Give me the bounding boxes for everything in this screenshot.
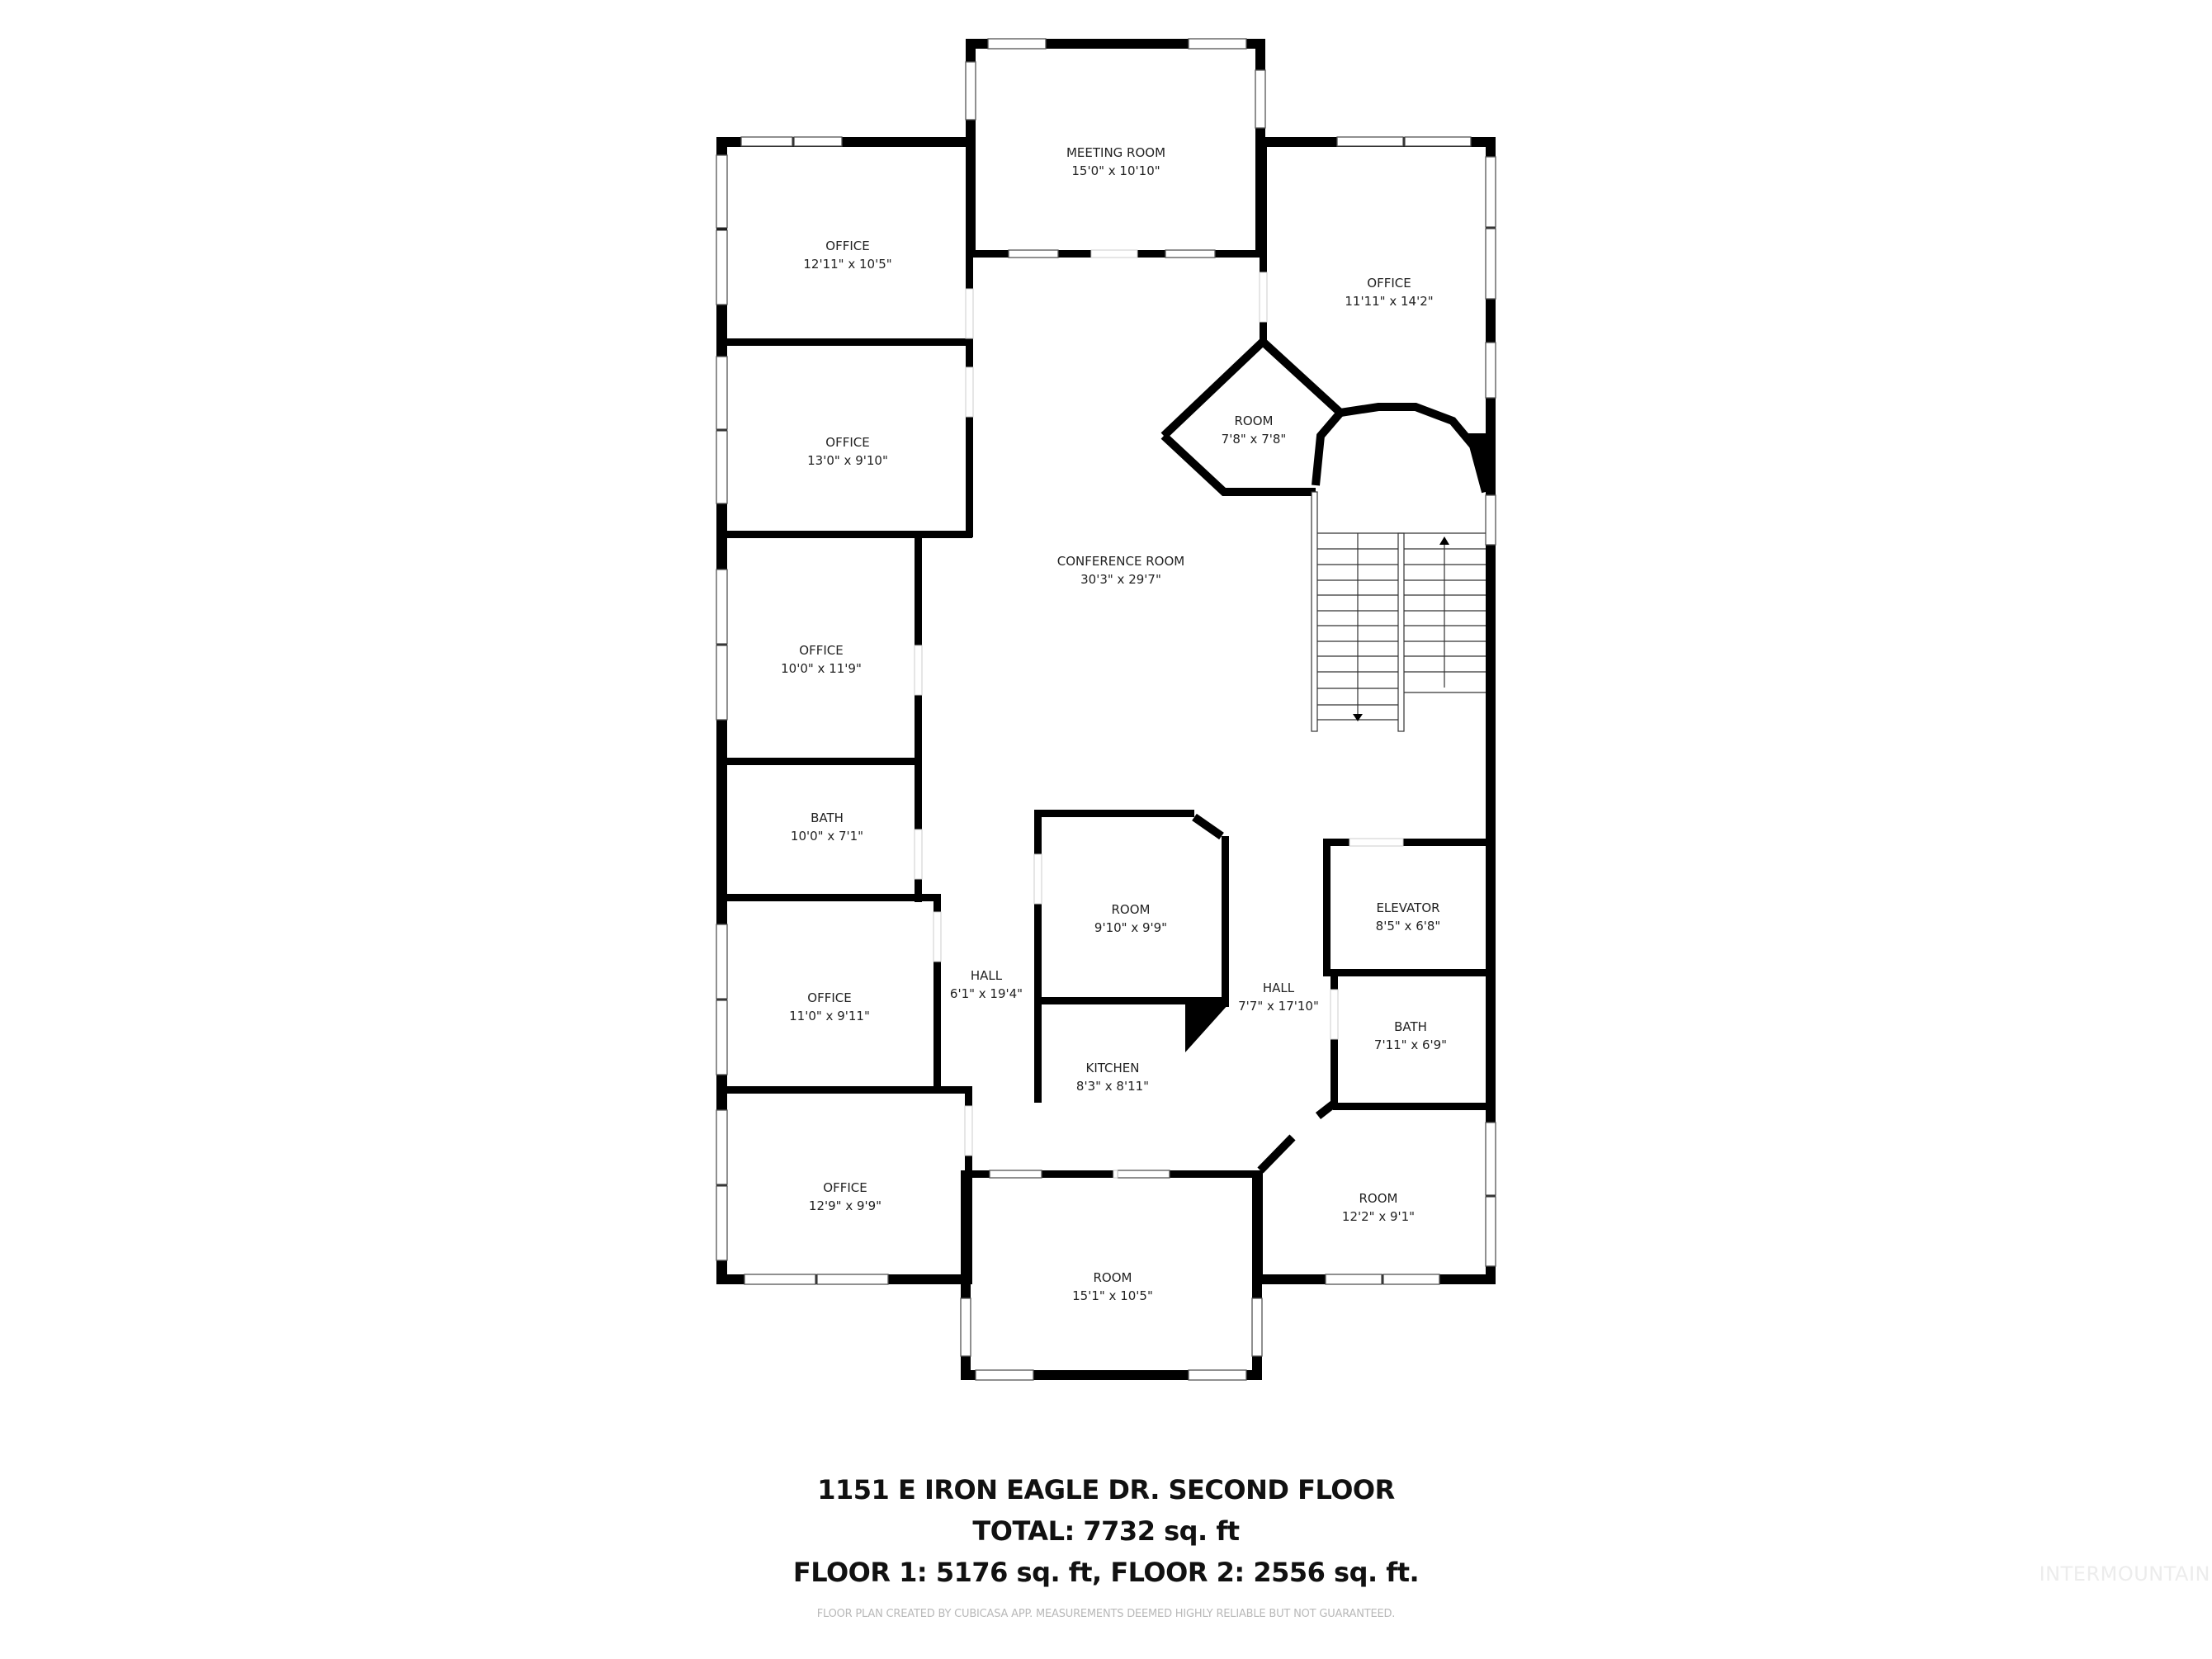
room-name: CONFERENCE ROOM: [1056, 554, 1185, 569]
room-dimensions: 7'11" x 6'9": [1373, 1037, 1448, 1052]
room-name: ROOM: [1093, 1270, 1132, 1285]
room-dimensions: 7'7" x 17'10": [1238, 999, 1319, 1014]
address-title: 1151 E IRON EAGLE DR. SECOND FLOOR: [817, 1474, 1395, 1505]
room-name: OFFICE: [825, 239, 870, 253]
room-label-office-1: OFFICE 12'11" x 10'5": [803, 237, 891, 273]
room-dimensions: 7'8" x 7'8": [1221, 432, 1287, 447]
room-name: OFFICE: [823, 1180, 867, 1195]
room-label-hall-right: HALL 7'7" x 17'10": [1238, 979, 1319, 1015]
room-name: ROOM: [1359, 1191, 1398, 1206]
room-name: ROOM: [1111, 902, 1151, 917]
room-dimensions: 30'3" x 29'7": [1080, 572, 1161, 587]
room-dimensions: 12'2" x 9'1": [1341, 1209, 1416, 1224]
room-label-kitchen: KITCHEN 8'3" x 8'11": [1076, 1059, 1149, 1095]
stairs: [1311, 491, 1486, 732]
room-dimensions: 12'11" x 10'5": [803, 257, 892, 272]
room-label-office-5: OFFICE 12'9" x 9'9": [809, 1179, 881, 1215]
room-label-room-small: ROOM 7'8" x 7'8": [1222, 412, 1287, 448]
floor-areas: FLOOR 1: 5176 sq. ft, FLOOR 2: 2556 sq. …: [792, 1557, 1420, 1588]
room-name: KITCHEN: [1085, 1061, 1140, 1075]
room-name: OFFICE: [807, 990, 852, 1005]
room-label-office-3: OFFICE 10'0" x 11'9": [781, 641, 862, 678]
room-name: ROOM: [1234, 414, 1274, 428]
room-name: OFFICE: [1367, 276, 1411, 291]
room-label-hall-left: HALL 6'1" x 19'4": [950, 967, 1023, 1003]
room-label-room-bottom-right: ROOM 12'2" x 9'1": [1342, 1189, 1415, 1226]
room-dimensions: 9'10" x 9'9": [1094, 920, 1168, 935]
room-label-conference-room: CONFERENCE ROOM 30'3" x 29'7": [1057, 552, 1184, 588]
room-name: OFFICE: [825, 435, 870, 450]
room-label-office-right: OFFICE 11'11" x 14'2": [1345, 274, 1433, 310]
room-dimensions: 11'11" x 14'2": [1345, 294, 1434, 309]
room-name: ELEVATOR: [1376, 900, 1440, 915]
door-openings: [914, 249, 1404, 1179]
stair-up-arrow-icon: [1439, 536, 1449, 545]
room-dimensions: 10'0" x 11'9": [781, 661, 862, 676]
windows: [716, 38, 1496, 1381]
room-name: BATH: [811, 811, 844, 825]
room-label-office-2: OFFICE 13'0" x 9'10": [807, 433, 888, 470]
room-dimensions: 10'0" x 7'1": [790, 829, 864, 844]
room-dimensions: 6'1" x 19'4": [949, 986, 1023, 1001]
room-label-bath-left: BATH 10'0" x 7'1": [791, 809, 863, 845]
room-dimensions: 15'0" x 10'10": [1071, 163, 1160, 178]
room-dimensions: 12'9" x 9'9": [808, 1198, 882, 1213]
room-name: OFFICE: [799, 643, 844, 658]
room-label-office-4: OFFICE 11'0" x 9'11": [789, 989, 870, 1025]
room-label-bath-right: BATH 7'11" x 6'9": [1374, 1018, 1447, 1054]
room-dimensions: 8'3" x 8'11": [1075, 1079, 1150, 1094]
disclaimer-text: FLOOR PLAN CREATED BY CUBICASA APP. MEAS…: [816, 1608, 1396, 1620]
room-dimensions: 8'5" x 6'8": [1375, 919, 1441, 933]
room-label-meeting-room: MEETING ROOM 15'0" x 10'10": [1066, 144, 1165, 180]
room-name: BATH: [1394, 1019, 1427, 1034]
room-label-room-bottom: ROOM 15'1" x 10'5": [1072, 1269, 1153, 1305]
room-name: MEETING ROOM: [1066, 145, 1166, 160]
room-dimensions: 11'0" x 9'11": [789, 1009, 870, 1023]
wall-fill-corner: [1465, 433, 1486, 492]
room-label-elevator: ELEVATOR 8'5" x 6'8": [1376, 899, 1441, 935]
total-area: TOTAL: 7732 sq. ft: [972, 1515, 1240, 1547]
room-name: HALL: [970, 968, 1003, 983]
stair-down-arrow-icon: [1353, 714, 1363, 721]
room-dimensions: 13'0" x 9'10": [807, 453, 888, 468]
room-label-room-center: ROOM 9'10" x 9'9": [1094, 900, 1167, 937]
room-dimensions: 15'1" x 10'5": [1072, 1288, 1153, 1303]
brand-watermark: INTERMOUNTAIN: [2039, 1562, 2210, 1586]
room-name: HALL: [1262, 981, 1295, 995]
